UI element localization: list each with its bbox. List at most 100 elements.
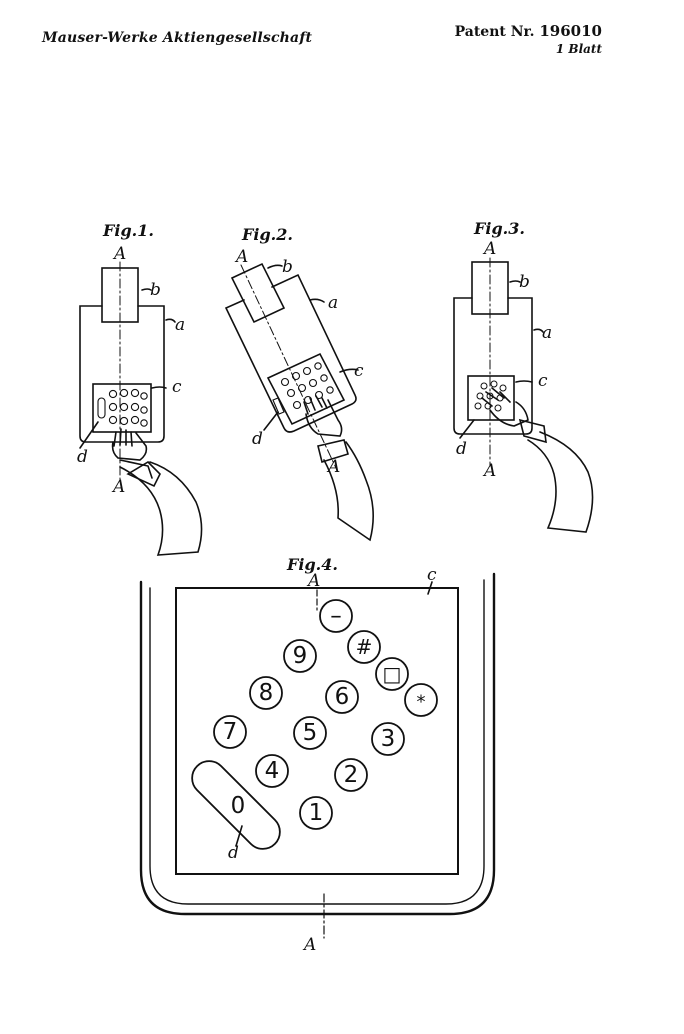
key-hash-ring (347, 630, 381, 664)
key-6-ring (325, 680, 359, 714)
fig1-keys (97, 388, 148, 427)
key-4-ring (255, 754, 289, 788)
key-9: 9 (293, 643, 308, 669)
fig2-arm (323, 441, 374, 542)
patent-number: Patent Nr. 196010 (455, 22, 602, 40)
key-5-ring (293, 716, 327, 750)
key-minus: – (330, 603, 342, 629)
fig1-handle-b (101, 267, 139, 323)
fig3-label-a: a (542, 323, 552, 343)
fig4-label-c: c (427, 565, 437, 585)
fig2-label-a-top: A (234, 247, 248, 267)
figure-1: Fig.1. A b a c d A (77, 221, 203, 556)
fig3-leader-c (515, 380, 533, 383)
figure-4: Fig.4. A c A – (139, 555, 496, 955)
fig4-housing-inner (149, 579, 485, 905)
figure-2: Fig.2. A b a c d A (224, 225, 374, 542)
patent-number-value: 196010 (539, 22, 602, 40)
fig4-label-a-bottom: A (302, 935, 316, 955)
fig2-label-a: a (328, 293, 338, 313)
key-1: 1 (309, 800, 324, 826)
fig2-title: Fig.2. (241, 225, 293, 244)
figure-3: Fig.3. A b a c d A (453, 219, 594, 533)
key-9-ring (283, 639, 317, 673)
fig3-label-d: d (456, 439, 467, 459)
fig1-hand (111, 428, 148, 461)
fig2-hand (303, 395, 343, 437)
fig1-label-b: b (150, 280, 161, 300)
key-2: 2 (344, 762, 359, 788)
fig1-leader-c (151, 386, 167, 389)
fig4-label-d: d (228, 843, 239, 863)
key-5: 5 (303, 720, 318, 746)
fig3-label-a-top: A (482, 239, 496, 259)
key-square: □ (383, 662, 402, 686)
fig2-leader-c (339, 368, 359, 373)
sheet-count: 1 Blatt (555, 42, 602, 56)
fig1-label-a-top: A (112, 244, 126, 264)
fig3-hand (481, 387, 529, 427)
fig1-cuff (126, 460, 161, 488)
fig4-label-a-top: A (306, 571, 320, 591)
fig3-leader-d (459, 419, 475, 439)
fig1-keypad-c (92, 383, 152, 433)
fig2-label-a-bottom: A (326, 457, 340, 477)
fig2-label-b: b (282, 257, 293, 277)
fig4-housing (139, 572, 496, 916)
fig3-handle-b (471, 261, 509, 315)
fig1-label-a-bottom: A (111, 477, 125, 497)
key-8: 8 (259, 680, 274, 706)
fig2-leader-a (309, 298, 325, 303)
fig1-leader-b (141, 288, 152, 291)
fig2-cuff (317, 439, 349, 464)
fig1-leader-a (165, 318, 176, 323)
fig3-keypad-c (467, 375, 515, 421)
key-star: * (417, 692, 426, 713)
fig1-arm (119, 459, 203, 556)
fig2-keypad-c (266, 352, 346, 426)
fig3-label-a-bottom: A (482, 461, 496, 481)
fig1-leader-d (79, 421, 99, 449)
fig3-title: Fig.3. (473, 219, 525, 238)
fig3-label-c: c (538, 371, 548, 391)
fig3-leader-b (509, 280, 521, 283)
key-1-ring (299, 796, 333, 830)
key-0: 0 (231, 793, 246, 819)
key-square-ring (375, 657, 409, 691)
fig4-keys (191, 599, 438, 850)
fig3-label-b: b (519, 272, 530, 292)
fig2-body-a (224, 273, 357, 433)
fig3-body-a (453, 297, 533, 435)
fig2-leader-d (263, 411, 279, 431)
fig1-title: Fig.1. (102, 221, 154, 240)
fig1-label-a: a (175, 315, 185, 335)
key-7: 7 (223, 719, 238, 745)
patent-prefix: Patent Nr. (454, 24, 535, 40)
key-0-bar (191, 760, 281, 850)
key-minus-ring (319, 599, 353, 633)
company-name: Mauser-Werke Aktiengesellschaft (42, 30, 313, 46)
fig2-leader-b (267, 264, 283, 269)
fig1-label-d: d (77, 447, 88, 467)
key-3-ring (371, 722, 405, 756)
key-6: 6 (335, 684, 350, 710)
key-3: 3 (381, 726, 396, 752)
fig4-title: Fig.4. (286, 555, 338, 574)
fig2-handle-b (230, 262, 286, 324)
fig2-label-c: c (354, 361, 364, 381)
fig1-body-a (79, 305, 165, 443)
fig2-keys (272, 362, 334, 415)
key-star-ring (404, 683, 438, 717)
key-2-ring (334, 758, 368, 792)
fig4-keypad-c (175, 587, 459, 875)
fig3-leader-a (533, 328, 544, 333)
key-8-ring (249, 676, 283, 710)
key-hash: # (356, 635, 373, 659)
fig2-label-d: d (252, 429, 263, 449)
key-4: 4 (265, 758, 280, 784)
fig4-leader-d (235, 825, 243, 847)
fig3-arm (527, 431, 594, 533)
fig1-label-c: c (172, 377, 182, 397)
fig3-cuff (518, 418, 547, 444)
